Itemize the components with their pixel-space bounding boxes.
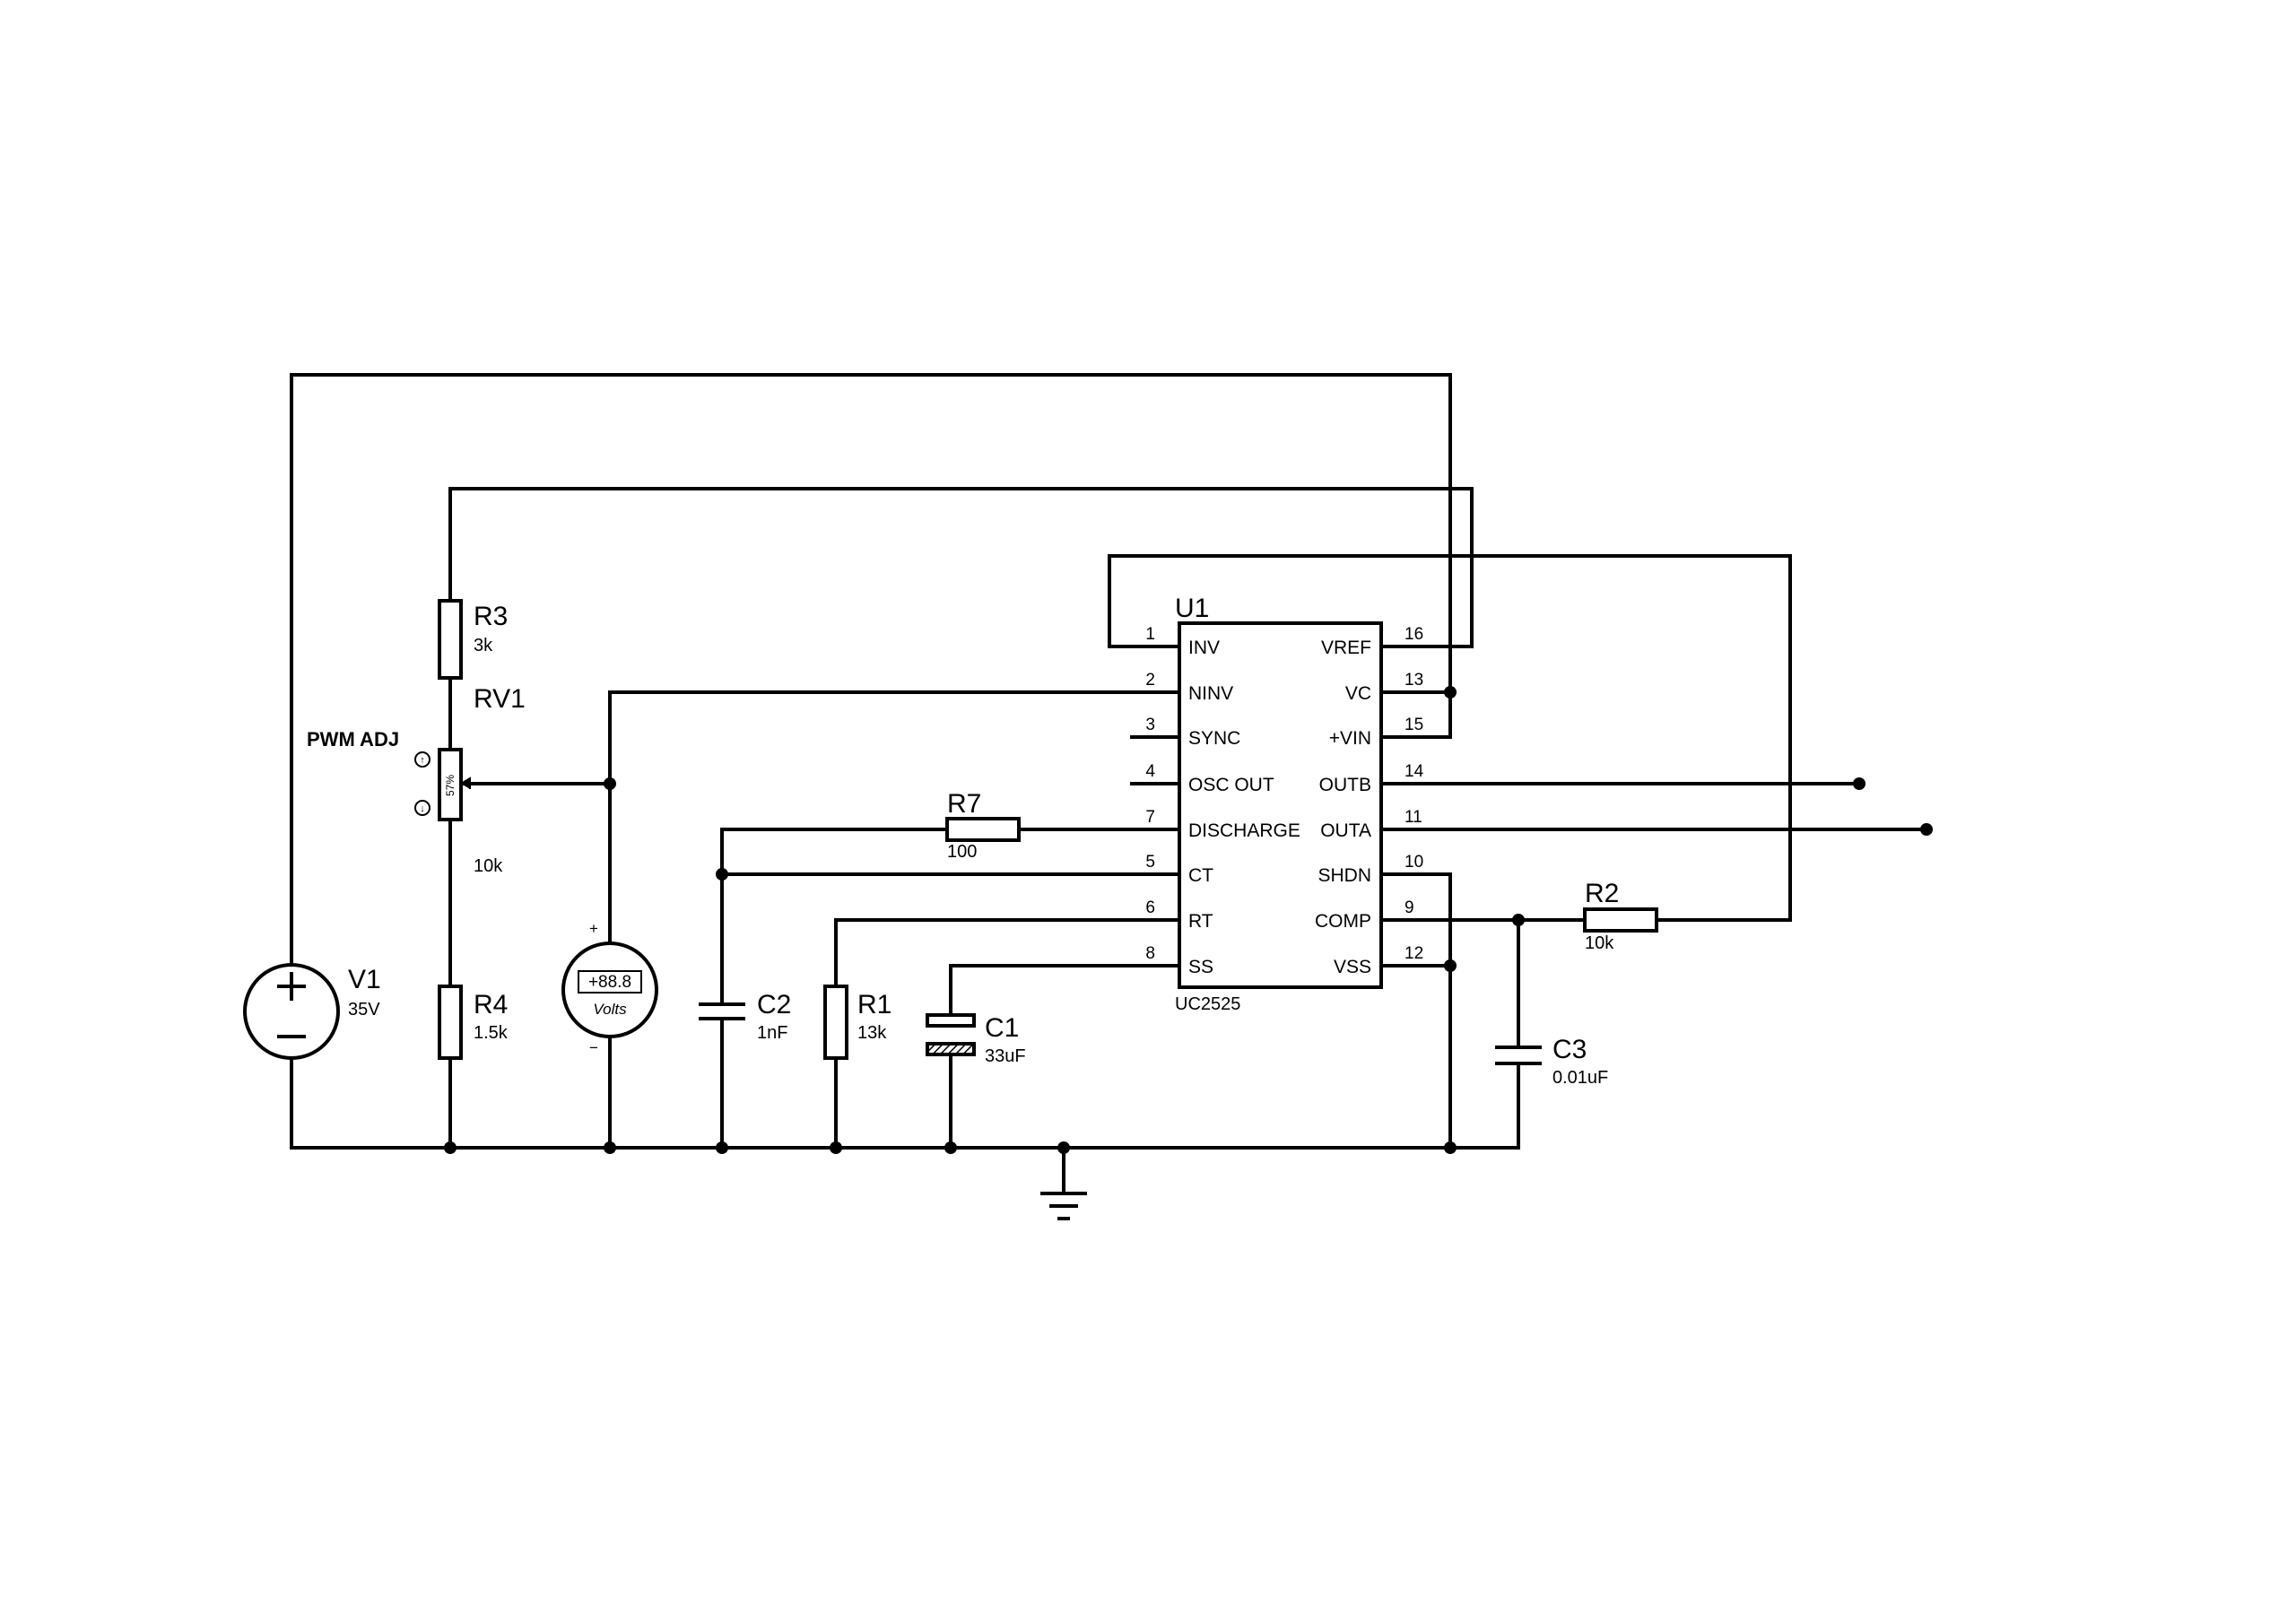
c1-ref: C1 [985, 1013, 1019, 1043]
meter-minus: − [589, 1039, 598, 1056]
pin-number: 14 [1405, 762, 1424, 781]
resistor-r2[interactable]: R2 10k [1583, 879, 1658, 953]
r4-value: 1.5k [474, 1023, 509, 1043]
junction [604, 777, 616, 790]
pin-name: VREF [1321, 638, 1371, 658]
pin-number: 9 [1405, 898, 1414, 917]
pin-name: SHDN [1318, 865, 1371, 886]
junction [1444, 686, 1457, 699]
r2-value: 10k [1585, 933, 1614, 953]
rv1-wiper: 57% [444, 775, 457, 796]
pin-number: 6 [1145, 898, 1155, 917]
r7-ref: R7 [947, 789, 981, 819]
junction [944, 1141, 957, 1154]
c3-ref: C3 [1552, 1035, 1587, 1064]
resistor-r7[interactable]: R7 100 [945, 789, 1021, 862]
ic-body [1178, 621, 1383, 989]
source-body [243, 963, 340, 1060]
meter-unit: Volts [593, 1001, 627, 1018]
r2-ref: R2 [1585, 879, 1619, 908]
pin-name: VSS [1334, 957, 1371, 977]
c3-value: 0.01uF [1552, 1068, 1608, 1088]
voltmeter[interactable]: +88.8 Volts + − [561, 920, 658, 1056]
resistor-r3[interactable]: R3 3k [438, 599, 508, 680]
u1-part: UC2525 [1175, 994, 1240, 1014]
pin-number: 2 [1145, 671, 1155, 690]
increment-icon [414, 751, 430, 768]
u1-ref: U1 [1175, 594, 1209, 623]
junction [1057, 1141, 1070, 1154]
potentiometer-rv1[interactable]: 57% ↑ ↓ RV1 PWM ADJ 10k [307, 684, 526, 876]
pin-number: 1 [1145, 625, 1155, 644]
pin-number: 4 [1145, 762, 1155, 781]
pin-name: NINV [1188, 683, 1233, 704]
junction [1444, 1141, 1457, 1154]
junction [1512, 914, 1525, 926]
c1-value: 33uF [985, 1046, 1026, 1066]
pin-number: 10 [1405, 853, 1423, 872]
c2-value: 1nF [757, 1023, 787, 1043]
pin-number: 7 [1145, 808, 1155, 827]
meter-reading: +88.8 [588, 973, 631, 992]
pin-name: VC [1345, 683, 1371, 704]
resistor-r4[interactable]: R4 1.5k [438, 985, 509, 1060]
junction [1444, 959, 1457, 972]
r3-ref: R3 [474, 602, 508, 631]
capacitor-c2[interactable]: C2 1nF [699, 990, 791, 1043]
outb-terminal [1853, 777, 1866, 790]
junction [604, 1141, 616, 1154]
svg-text:↑: ↑ [420, 755, 425, 766]
outa-terminal [1920, 823, 1933, 836]
decrement-icon [414, 800, 430, 816]
pin-name: SYNC [1188, 728, 1240, 749]
junction [444, 1141, 457, 1154]
pin-name: CT [1188, 865, 1213, 886]
junction [830, 1141, 842, 1154]
voltage-source-v1[interactable]: V1 35V [243, 963, 381, 1060]
pin-number: 13 [1405, 671, 1423, 690]
pin-name: DISCHARGE [1188, 820, 1300, 841]
capacitor-c3[interactable]: C3 0.01uF [1495, 1035, 1608, 1088]
pin-name: +VIN [1329, 728, 1371, 749]
pin-name: SS [1188, 957, 1213, 977]
junction [716, 868, 728, 881]
v1-value: 35V [348, 1000, 380, 1020]
pin-number: 8 [1145, 944, 1155, 963]
pin-name: OUTA [1320, 820, 1371, 841]
pin-number: 3 [1145, 716, 1155, 734]
pin-name: RT [1188, 911, 1213, 932]
ground-symbol [1040, 1192, 1087, 1220]
r4-ref: R4 [474, 990, 508, 1020]
rv1-value: 10k [474, 856, 503, 876]
meter-display [578, 970, 642, 994]
pin-number: 12 [1405, 944, 1423, 963]
pin-number: 15 [1405, 716, 1423, 734]
r3-value: 3k [474, 636, 493, 655]
r7-value: 100 [947, 842, 977, 862]
rv1-label: PWM ADJ [307, 728, 399, 751]
r1-ref: R1 [857, 990, 891, 1020]
capacitor-c1[interactable]: C1 33uF [926, 1013, 1026, 1066]
svg-text:↓: ↓ [420, 803, 425, 814]
pin-name: OSC OUT [1188, 775, 1274, 795]
pin-number: 5 [1145, 853, 1155, 872]
wires [290, 373, 1928, 1195]
rv1-ref: RV1 [474, 684, 526, 714]
pin-name: OUTB [1319, 775, 1371, 795]
v1-ref: V1 [348, 965, 381, 994]
meter-plus: + [589, 920, 598, 937]
junctions [444, 686, 1933, 1154]
c2-ref: C2 [757, 990, 791, 1020]
resistor-r1[interactable]: R1 13k [823, 985, 891, 1060]
pin-name: INV [1188, 638, 1220, 658]
junction [716, 1141, 728, 1154]
pin-number: 11 [1405, 808, 1422, 827]
pin-name: COMP [1315, 911, 1371, 932]
pin-number: 16 [1405, 625, 1423, 644]
r1-value: 13k [857, 1023, 887, 1043]
